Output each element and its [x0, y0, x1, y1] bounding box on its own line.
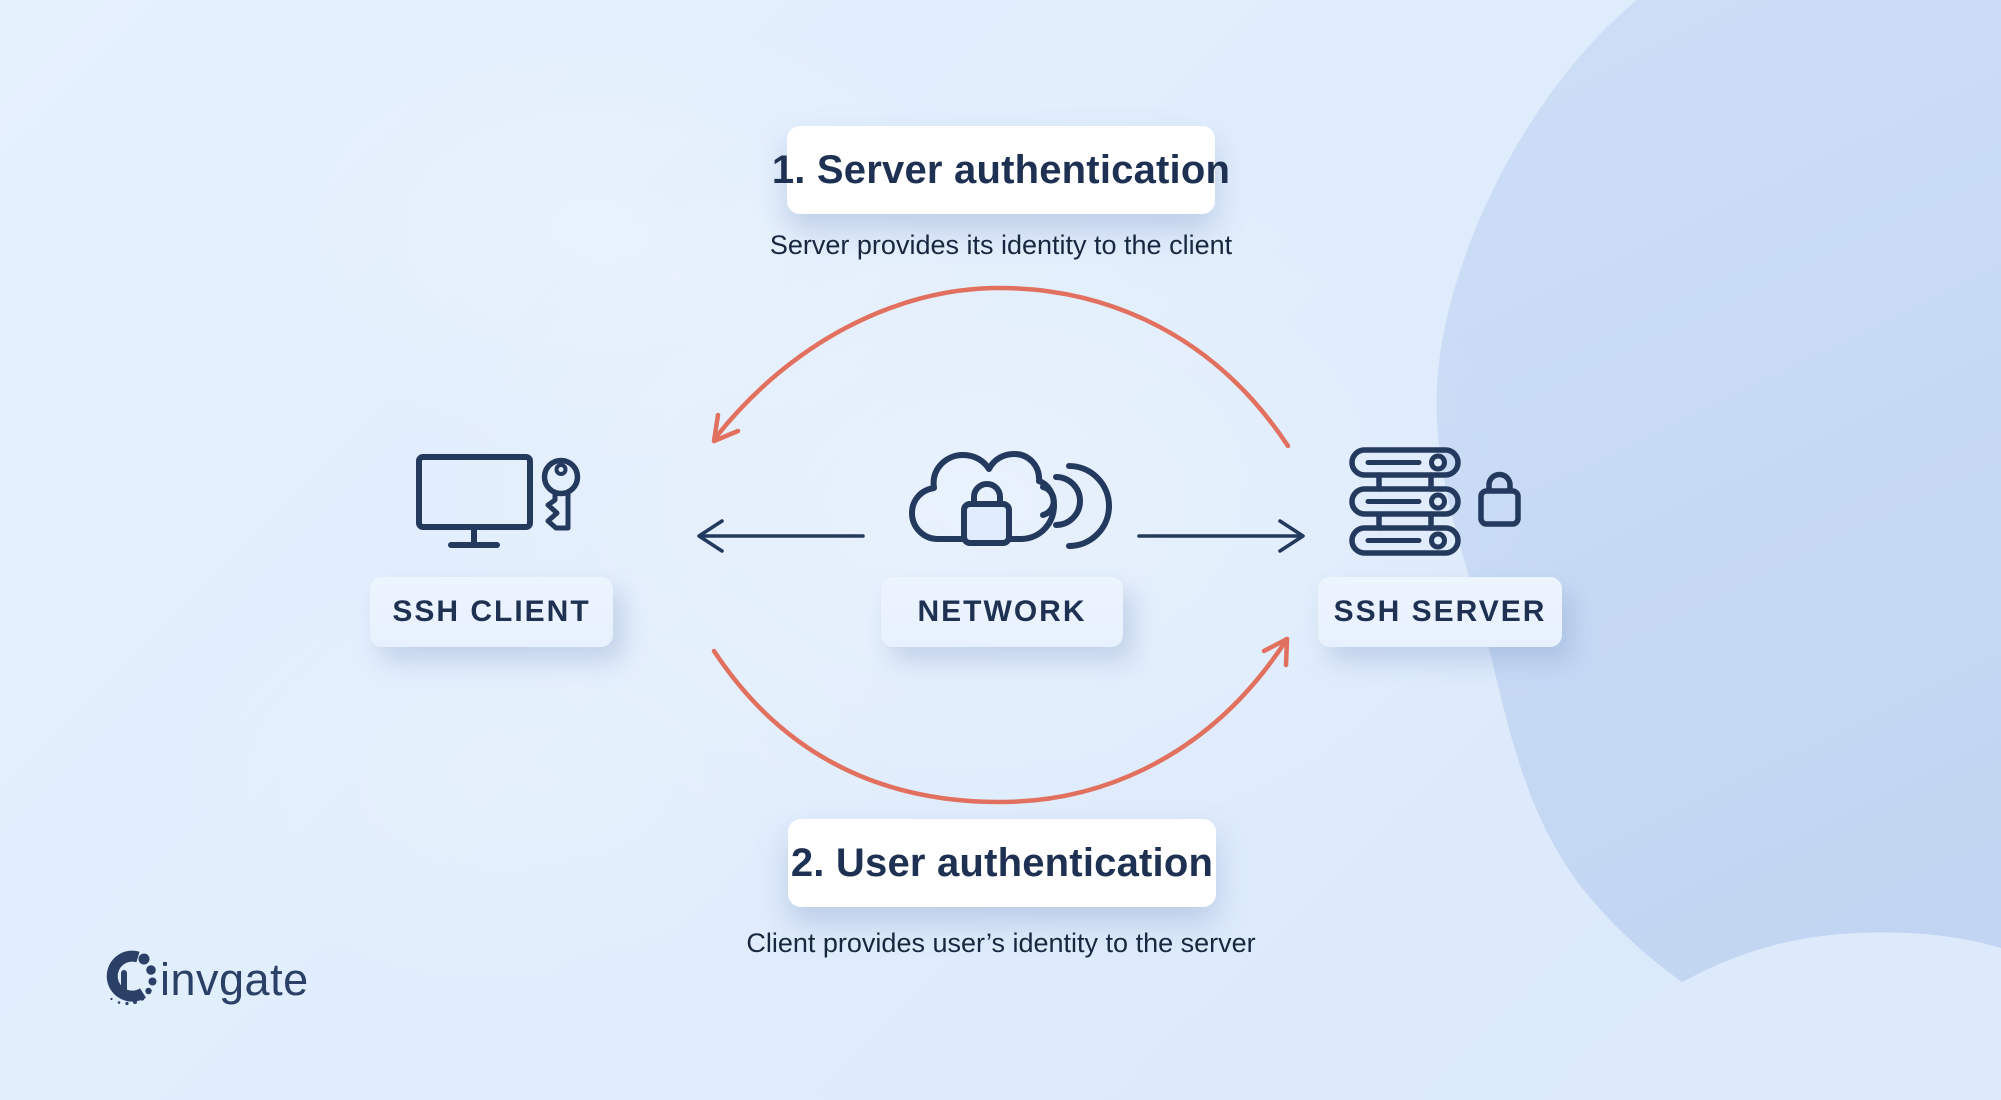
server-auth-subtitle: Server provides its identity to the clie… [769, 230, 1233, 260]
invgate-logo-text: invgate [160, 954, 309, 1005]
server-lock-icon [1478, 471, 1521, 527]
user-auth-step-box: 2. User authentication [788, 819, 1216, 907]
ssh-client-label: SSH CLIENT [370, 577, 613, 647]
server-stack-icon [1349, 447, 1461, 556]
signal-waves-icon [1040, 463, 1112, 549]
network-label-text: NETWORK [917, 595, 1087, 628]
network-to-server-arrow [1137, 519, 1305, 553]
key-icon [541, 457, 581, 531]
user-auth-subtitle: Client provides user’s identity to the s… [746, 928, 1256, 958]
cloud-lock-icon [961, 481, 1012, 546]
server-auth-step-box: 1. Server authentication [772, 126, 1230, 214]
background-corner-wave [1545, 932, 2001, 1100]
network-label: NETWORK [881, 577, 1123, 647]
server-auth-title: 1. Server authentication [771, 147, 1231, 192]
ssh-server-label-text: SSH SERVER [1333, 595, 1547, 628]
ssh-client-label-text: SSH CLIENT [392, 595, 591, 628]
invgate-logo-icon [106, 950, 157, 1006]
background-glow [140, 530, 940, 1030]
background-wave [1436, 0, 2001, 1096]
client-to-server-arrow [711, 636, 1290, 805]
background-glow [200, 0, 1000, 480]
ssh-server-label: SSH SERVER [1318, 577, 1562, 647]
server-to-client-arrow [711, 285, 1291, 449]
user-auth-title: 2. User authentication [790, 840, 1214, 885]
monitor-icon [416, 454, 533, 548]
network-to-client-arrow [697, 519, 865, 553]
